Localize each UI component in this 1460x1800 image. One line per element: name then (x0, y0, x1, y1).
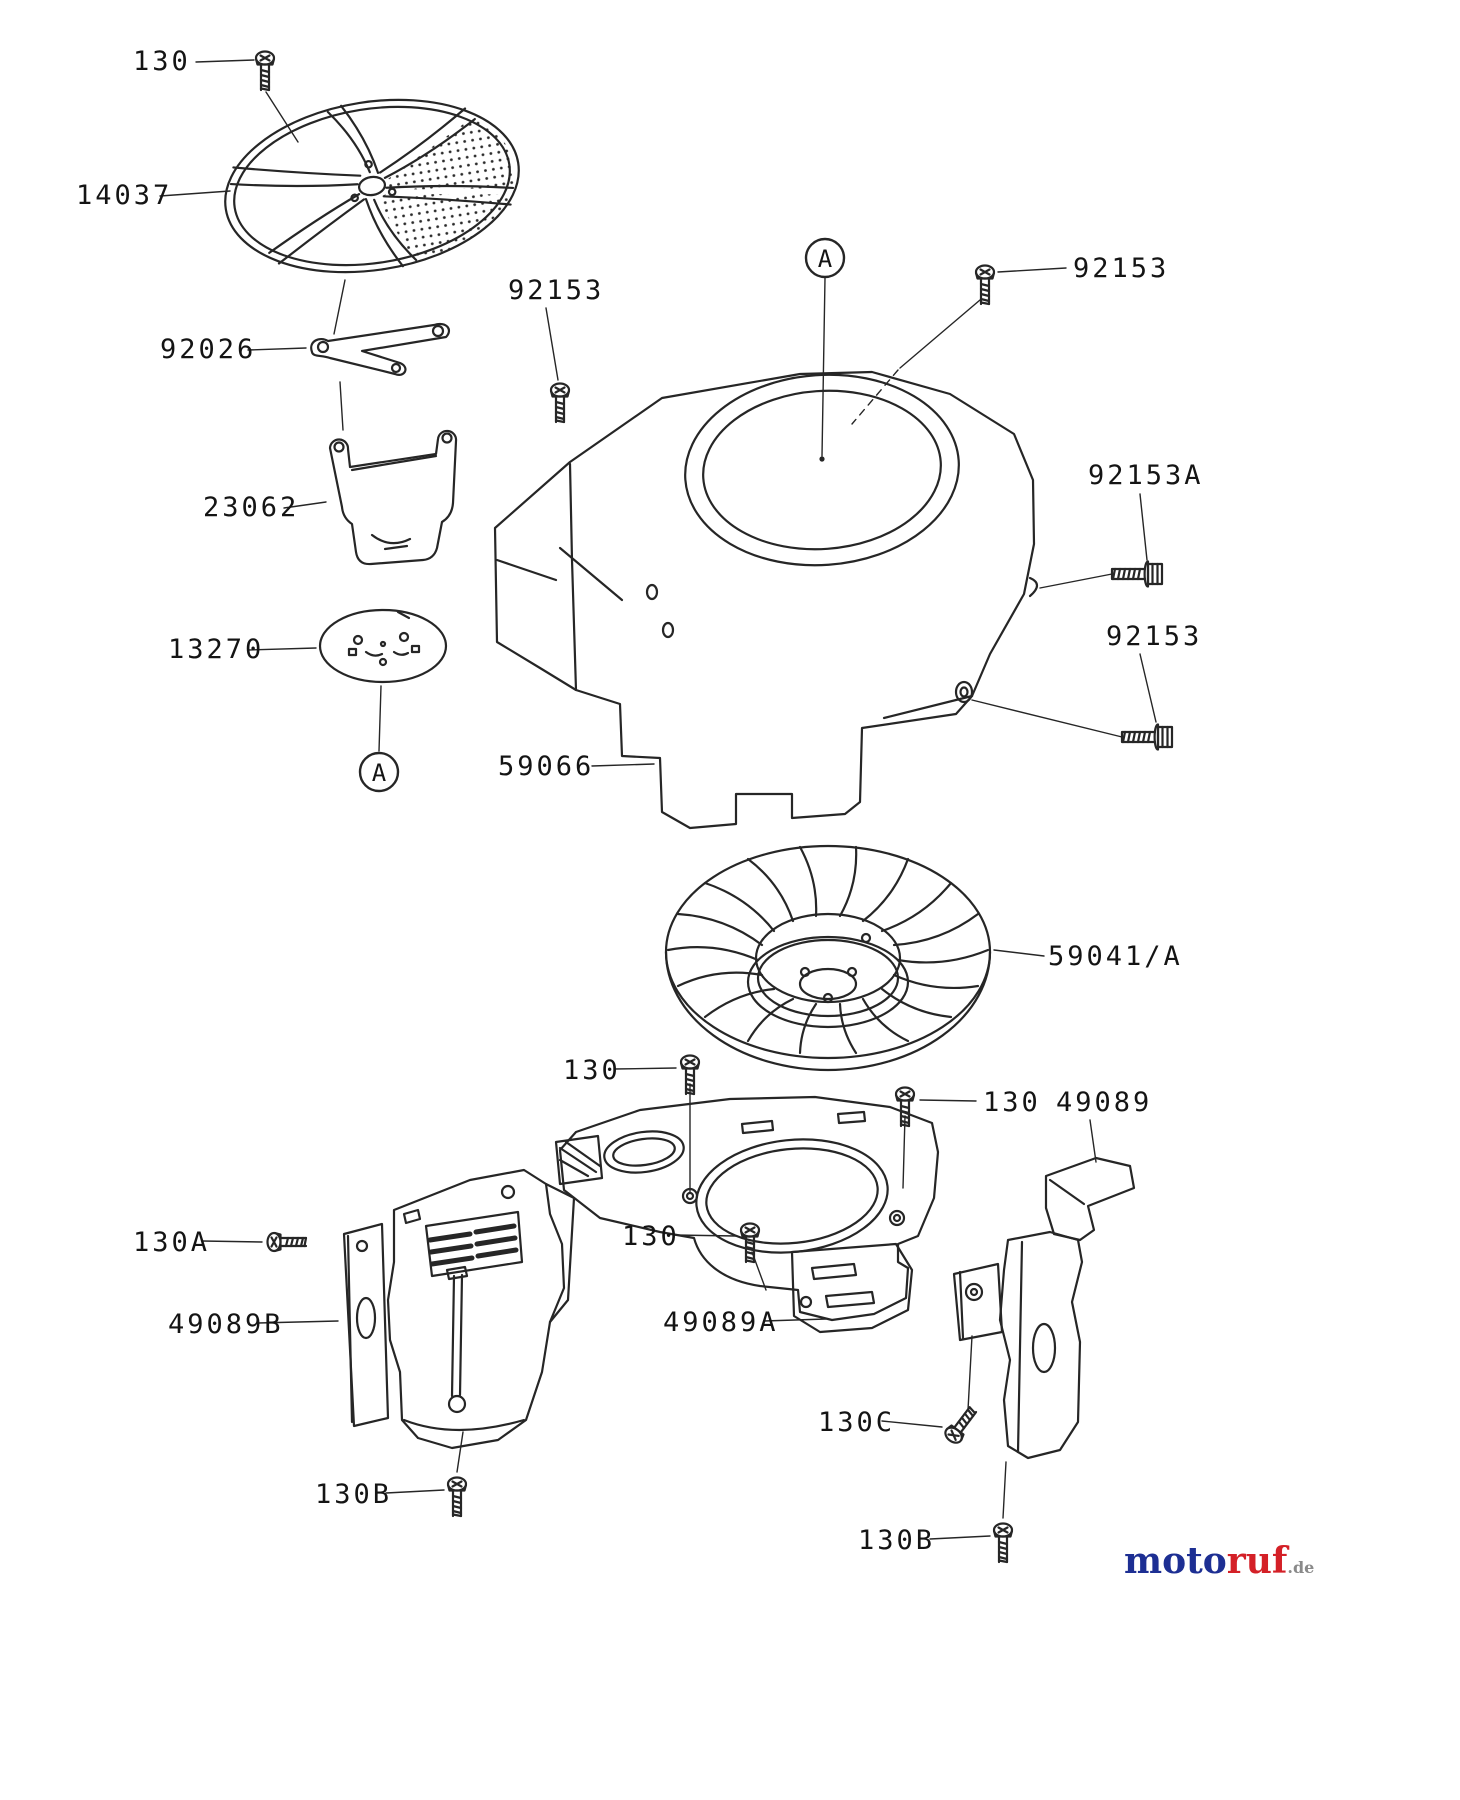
leader-lines (159, 59, 1157, 1540)
screw-130-top-drawing (254, 50, 276, 92)
part-label-49089b: 49089B (168, 1309, 284, 1340)
callout-a-left-letter: A (372, 759, 387, 787)
bolt-92153a-drawing (1110, 560, 1164, 588)
motoruf-logo: motoruf.de (1124, 1540, 1314, 1582)
fan-screen-drawing (224, 98, 520, 274)
part-label-13270: 13270 (168, 634, 265, 665)
part-label-130-baffle-top: 130 (563, 1055, 621, 1086)
part-label-59041a: 59041/A (1048, 941, 1183, 972)
screw-130a-drawing (266, 1231, 308, 1253)
part-label-92153-lower: 92153 (1106, 621, 1203, 652)
part-label-130c: 130C (818, 1407, 896, 1438)
part-label-130-top: 130 (133, 46, 191, 77)
part-label-14037: 14037 (76, 180, 173, 211)
part-label-92153-upper-left: 92153 (508, 275, 605, 306)
logo-text-ruf: ruf (1226, 1540, 1288, 1582)
logo-domain-suffix: .de (1287, 1558, 1315, 1577)
part-label-49089: 49089 (1056, 1087, 1153, 1118)
screw-92153-top-right-drawing (974, 264, 996, 306)
bracket-23062-drawing (328, 429, 458, 566)
part-label-130a: 130A (133, 1227, 211, 1258)
part-label-130-baffle-center: 130 (622, 1221, 680, 1252)
screw-130b-left-drawing (446, 1476, 468, 1518)
callout-a-left-drawing: A (358, 751, 400, 793)
plate-13270-drawing (318, 608, 448, 684)
callout-a-top-letter: A (818, 245, 833, 273)
bolt-92153-lower-drawing (1120, 723, 1174, 751)
part-label-92153-top-right: 92153 (1073, 253, 1170, 284)
part-label-23062: 23062 (203, 492, 300, 523)
part-label-92153a: 92153A (1088, 460, 1204, 491)
blower-housing-drawing (493, 370, 1039, 830)
baffle-49089b-drawing (342, 1168, 576, 1450)
screw-92153-upper-left-drawing (549, 382, 571, 424)
screw-130c-drawing (941, 1403, 982, 1447)
baffle-49089a-drawing (554, 1095, 940, 1334)
part-label-130-baffle-right: 130 (983, 1087, 1041, 1118)
part-label-92026: 92026 (160, 334, 257, 365)
plate-92026-drawing (310, 322, 451, 376)
baffle-49089-drawing (952, 1156, 1136, 1460)
part-label-49089a: 49089A (663, 1307, 779, 1338)
logo-text-moto: moto (1124, 1540, 1227, 1582)
flywheel-fan-drawing (664, 844, 992, 1072)
part-label-59066: 59066 (498, 751, 595, 782)
part-label-130b-left: 130B (315, 1479, 393, 1510)
screw-130b-right-drawing (992, 1522, 1014, 1564)
callout-a-top-drawing: A (804, 237, 846, 279)
part-label-130b-right: 130B (858, 1525, 936, 1556)
